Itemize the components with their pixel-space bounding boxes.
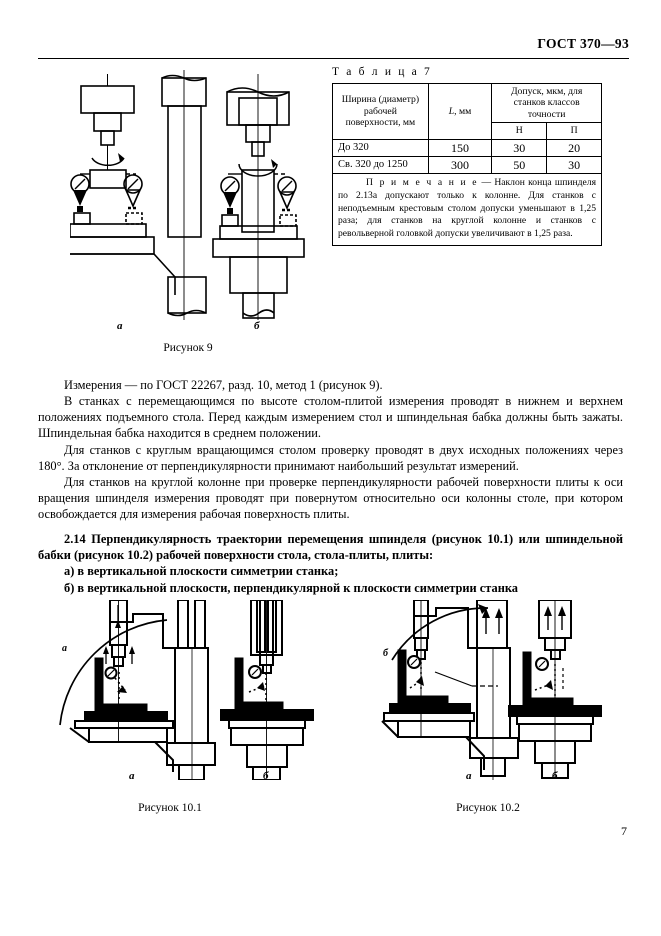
table-7-block: Т а б л и ц а 7 Ширина (диаметр) рабочей… bbox=[332, 66, 602, 246]
cell-width-0: До 320 bbox=[332, 138, 429, 157]
figure-9-part-b-drawing bbox=[210, 70, 340, 320]
paragraph-2: В станках с перемещающимся по высоте сто… bbox=[38, 394, 623, 441]
figure-10-2-arc-label: б bbox=[383, 648, 388, 659]
figure-10-1-part-b-drawing bbox=[217, 600, 335, 780]
page-header: ГОСТ 370—93 bbox=[38, 36, 629, 58]
standard-number: ГОСТ 370—93 bbox=[537, 36, 629, 51]
figure-10-1-part-a-label: а bbox=[129, 770, 135, 782]
table-row: Св. 320 до 1250 300 50 30 bbox=[332, 155, 602, 175]
clause-2-14: 2.14 Перпендикулярность траектории перем… bbox=[38, 531, 623, 563]
cell-L-1: 300 bbox=[427, 155, 493, 175]
cell-width-1: Св. 320 до 1250 bbox=[332, 155, 429, 175]
cell-H-1: 50 bbox=[491, 155, 548, 175]
clause-text: Перпендикулярность траектории перемещени… bbox=[38, 532, 623, 563]
figure-10-2-part-a-drawing bbox=[380, 600, 540, 780]
header-class-p: П bbox=[546, 122, 602, 140]
cell-L-0: 150 bbox=[427, 138, 493, 157]
paragraph-4: Для станков на круглой колонне при прове… bbox=[38, 474, 623, 521]
header-length: L, мм bbox=[427, 83, 493, 140]
clause-item-b: б) в вертикальной плоскости, перпендикул… bbox=[64, 580, 518, 595]
table-7-title: Т а б л и ц а 7 bbox=[332, 66, 433, 78]
paragraph-1: Измерения — по ГОСТ 22267, разд. 10, мет… bbox=[64, 378, 383, 392]
header-class-n: Н bbox=[491, 122, 548, 140]
figure-10-2-part-b-label: б bbox=[552, 770, 558, 782]
table-7: Ширина (диаметр) рабочей поверхности, мм… bbox=[332, 82, 602, 246]
table-row: До 320 150 30 20 bbox=[332, 138, 602, 157]
figure-9-part-a-drawing bbox=[70, 70, 210, 320]
figure-10-1-caption: Рисунок 10.1 bbox=[138, 802, 202, 814]
note-label: П р и м е ч а н и е bbox=[366, 177, 479, 189]
figure-9-caption: Рисунок 9 bbox=[163, 342, 213, 354]
note-text: — Наклон конца шпинделя по 2.13а допуска… bbox=[338, 177, 596, 240]
figure-10-1-part-b-label: б bbox=[263, 770, 269, 782]
figure-10-1-arc-label: а bbox=[62, 643, 67, 654]
clause-number: 2.14 bbox=[64, 532, 86, 547]
figure-10-2-part-b-drawing bbox=[505, 600, 623, 780]
cell-P-0: 20 bbox=[546, 138, 602, 157]
figure-9-part-b-label: б bbox=[254, 320, 260, 332]
cell-H-0: 30 bbox=[491, 138, 548, 157]
page-number: 7 bbox=[621, 824, 627, 838]
figure-10-1-part-a-drawing bbox=[55, 600, 230, 780]
table-7-head: Ширина (диаметр) рабочей поверхности, мм… bbox=[332, 82, 602, 140]
figure-10-2-part-a-label: а bbox=[466, 770, 472, 782]
paragraph-3: Для станков с круглым вращающимся столом… bbox=[38, 442, 623, 473]
table-7-header-row-2: Н П bbox=[333, 122, 602, 140]
figure-9-part-a-label: а bbox=[117, 320, 123, 332]
table-note-row: П р и м е ч а н и е — Наклон конца шпинд… bbox=[332, 173, 602, 246]
figure-10-2-caption: Рисунок 10.2 bbox=[456, 802, 520, 814]
table-7-body: До 320 150 30 20 Св. 320 до 1250 300 50 … bbox=[332, 138, 602, 246]
header-tolerance-group: Допуск, мкм, для станков классов точност… bbox=[491, 82, 602, 124]
header-width: Ширина (диаметр) рабочей поверхности, мм bbox=[332, 83, 429, 140]
header-divider bbox=[38, 58, 629, 59]
table-7-header-row-1: Ширина (диаметр) рабочей поверхности, мм… bbox=[332, 82, 602, 140]
body-text: Измерения — по ГОСТ 22267, разд. 10, мет… bbox=[38, 377, 623, 596]
clause-item-a: а) в вертикальной плоскости симметрии ст… bbox=[64, 564, 339, 579]
table-7-note: П р и м е ч а н и е — Наклон конца шпинд… bbox=[332, 173, 602, 246]
cell-P-1: 30 bbox=[546, 155, 602, 175]
